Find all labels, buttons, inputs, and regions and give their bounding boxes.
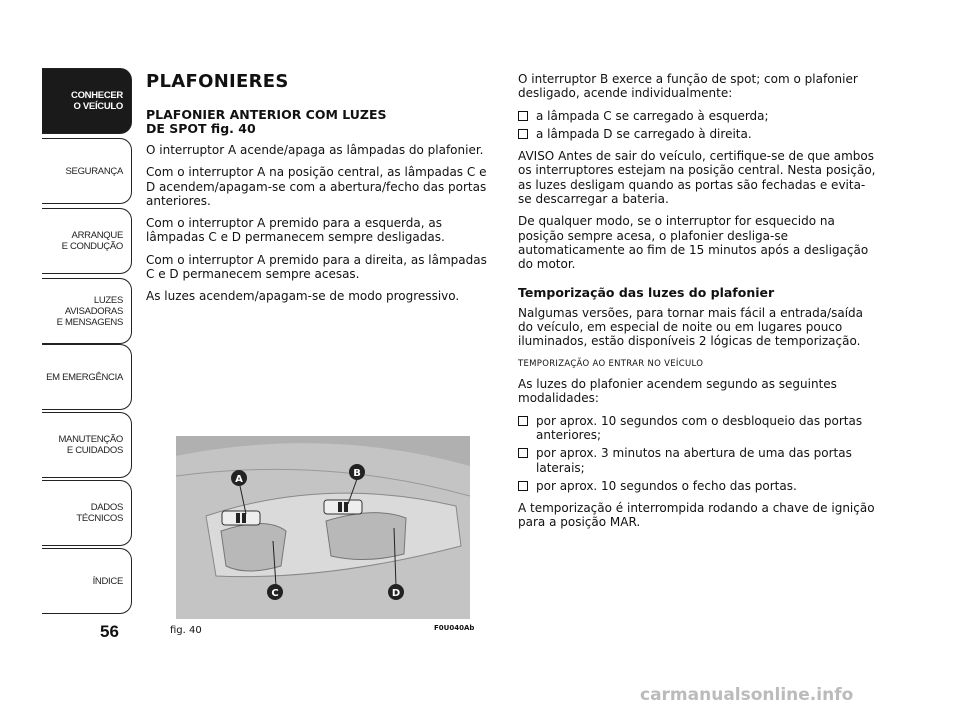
tab-dados-tecnicos[interactable]: DADOS TÉCNICOS: [42, 480, 132, 546]
paragraph: As luzes do plafonier acendem segundo as…: [518, 377, 837, 406]
list-item: a lâmpada C se carregado à esquerda;: [518, 109, 878, 123]
figure-40-image: A B C D: [176, 436, 470, 619]
bullet-list: por aprox. 10 segundos com o desbloqueio…: [518, 414, 878, 493]
paragraph: De qualquer modo, se o interruptor for e…: [518, 214, 869, 272]
list-item: a lâmpada D se carregado à direita.: [518, 127, 878, 141]
paragraph: Com o interruptor A premido para a direi…: [146, 252, 487, 282]
tab-luzes-avisadoras[interactable]: LUZES AVISADORAS E MENSAGENS: [42, 278, 132, 344]
subsection-heading: TEMPORIZAÇÃO AO ENTRAR NO VEÍCULO: [518, 358, 704, 369]
right-column: O interruptor B exerce a função de spot;…: [518, 72, 878, 538]
callout-c: C: [271, 588, 278, 599]
bullet-list: a lâmpada C se carregado à esquerda; a l…: [518, 109, 878, 142]
page-title: PLAFONIERES: [146, 71, 289, 92]
callout-a: A: [235, 474, 243, 485]
paragraph: A temporização é interrompida rodando a …: [518, 501, 875, 530]
figure-caption: fig. 40: [170, 625, 202, 636]
tab-indice[interactable]: ÍNDICE: [42, 548, 132, 614]
page-number: 56: [100, 622, 119, 641]
checkbox-bullet-icon: [518, 415, 528, 426]
checkbox-bullet-icon: [518, 128, 528, 139]
checkbox-bullet-icon: [518, 110, 528, 121]
paragraph: Com o interruptor A na posição central, …: [146, 165, 487, 208]
callout-b: B: [353, 468, 361, 479]
paragraph: As luzes acendem/apagam-se de modo progr…: [146, 289, 460, 304]
paragraph: O interruptor A acende/apaga as lâmpadas…: [146, 143, 484, 157]
tab-em-emergencia[interactable]: EM EMERGÊNCIA: [42, 344, 132, 410]
list-item: por aprox. 10 segundos o fecho das porta…: [518, 479, 878, 493]
section-heading: Temporização das luzes do plafonier: [518, 284, 775, 300]
tab-conhecer-o-veiculo[interactable]: CONHECER O VEÍCULO: [42, 68, 132, 134]
tab-arranque[interactable]: ARRANQUE E CONDUÇÃO: [42, 208, 132, 274]
ceiling-lamp-illustration: A B C D: [176, 436, 470, 619]
paragraph: Com o interruptor A premido para a esque…: [146, 216, 445, 245]
paragraph: Nalgumas versões, para tornar mais fácil…: [518, 305, 863, 349]
list-item: por aprox. 10 segundos com o desbloqueio…: [518, 414, 878, 443]
list-item: por aprox. 3 minutos na abertura de uma …: [518, 446, 878, 475]
warning-paragraph: AVISO Antes de sair do veículo, certifiq…: [518, 149, 876, 207]
checkbox-bullet-icon: [518, 480, 528, 491]
checkbox-bullet-icon: [518, 448, 528, 459]
tab-seguranca[interactable]: SEGURANÇA: [42, 138, 132, 204]
left-column: PLAFONIERES PLAFONIER ANTERIOR COM LUZES…: [146, 72, 496, 312]
tab-manutencao[interactable]: MANUTENÇÃO E CUIDADOS: [42, 412, 132, 478]
paragraph: O interruptor B exerce a função de spot;…: [518, 72, 858, 101]
watermark: carmanualsonline.info: [640, 685, 854, 705]
figure-code: F0U040Ab: [434, 624, 475, 632]
callout-d: D: [392, 588, 400, 599]
